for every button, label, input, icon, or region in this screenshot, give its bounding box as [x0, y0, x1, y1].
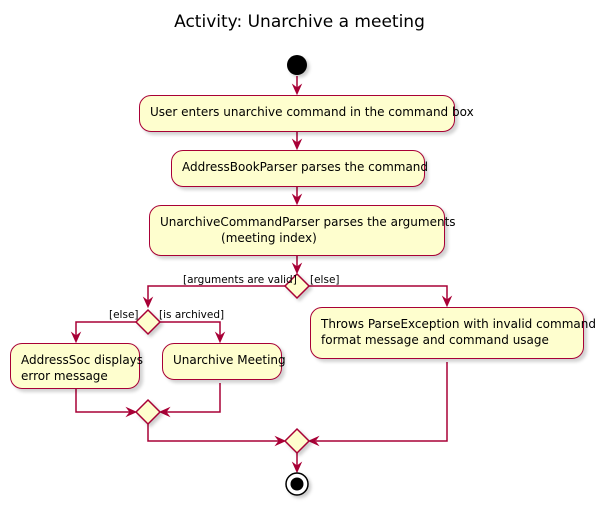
decision-diamond	[134, 308, 162, 336]
arrowhead	[291, 193, 303, 206]
edge-decision-to-throws	[309, 285, 448, 301]
start-node	[287, 55, 307, 75]
edge-inner-to-unarchive	[160, 321, 221, 337]
activity-unarchive-meeting: Unarchive Meeting	[162, 343, 286, 380]
edge-unarchive-to-merge	[166, 383, 221, 413]
arrowhead	[125, 406, 138, 418]
arrowhead	[142, 296, 154, 309]
arrowhead	[441, 295, 453, 308]
arrowhead	[70, 331, 82, 344]
edge-inner-to-error	[75, 321, 136, 337]
activity-enter-command: User enters unarchive command in the com…	[139, 95, 474, 132]
edge-decision-to-inner-decision	[147, 285, 285, 302]
arrowhead	[158, 406, 171, 418]
merge-diamond	[283, 427, 311, 455]
arrowhead	[214, 331, 226, 344]
activity-throws-parseexception: Throws ParseException with invalid comma…	[310, 307, 596, 359]
arrowhead	[291, 83, 303, 96]
merge-diamond	[134, 398, 162, 426]
edge-error-to-merge	[75, 388, 130, 413]
guard-else-outer: [else]	[310, 274, 340, 286]
guard-is-archived: [is archived]	[159, 309, 225, 321]
decision-diamond	[283, 272, 311, 300]
arrowhead	[291, 262, 303, 275]
edge-throws-to-final-merge	[316, 362, 448, 442]
arrowhead	[274, 435, 287, 447]
diagram-title: Activity: Unarchive a meeting	[174, 12, 425, 32]
guard-else-inner: [else]	[109, 309, 139, 321]
arrowhead	[291, 461, 303, 474]
edge-merge-to-final-merge	[147, 424, 279, 442]
end-node-inner	[290, 477, 304, 491]
activity-error-message: AddressSoc displays error message	[10, 343, 143, 389]
arrowhead	[307, 435, 320, 447]
activity-unarchivecommandparser: UnarchiveCommandParser parses the argume…	[149, 205, 456, 256]
activity-addressbookparser-parses: AddressBookParser parses the command	[171, 150, 428, 187]
arrowhead	[291, 138, 303, 151]
guard-arguments-valid: [arguments are valid]	[183, 274, 297, 286]
